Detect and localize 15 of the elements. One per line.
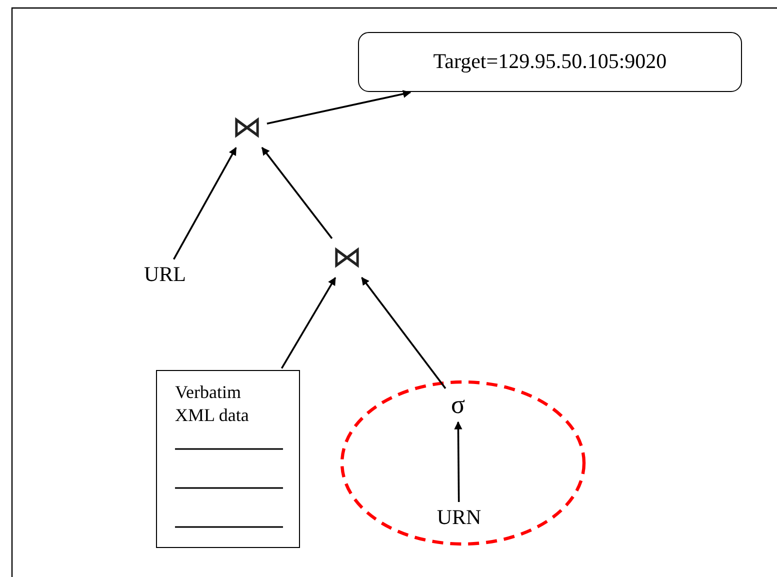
target-box (358, 32, 742, 92)
arrow (261, 146, 333, 239)
arrow (454, 421, 462, 502)
join-symbol: ⋈ (231, 110, 263, 146)
document-box (156, 370, 300, 548)
source-label: URL (144, 262, 186, 288)
document-text: Verbatim XML data (175, 381, 250, 428)
selection-symbol: σ (450, 389, 465, 421)
arrow (280, 277, 336, 369)
arrow (266, 90, 412, 125)
target-text: Target=129.95.50.105:9020 (433, 49, 667, 75)
arrow (173, 147, 237, 260)
join-symbol: ⋈ (331, 240, 363, 276)
source-label: URN (436, 505, 482, 531)
arrow (361, 276, 446, 389)
